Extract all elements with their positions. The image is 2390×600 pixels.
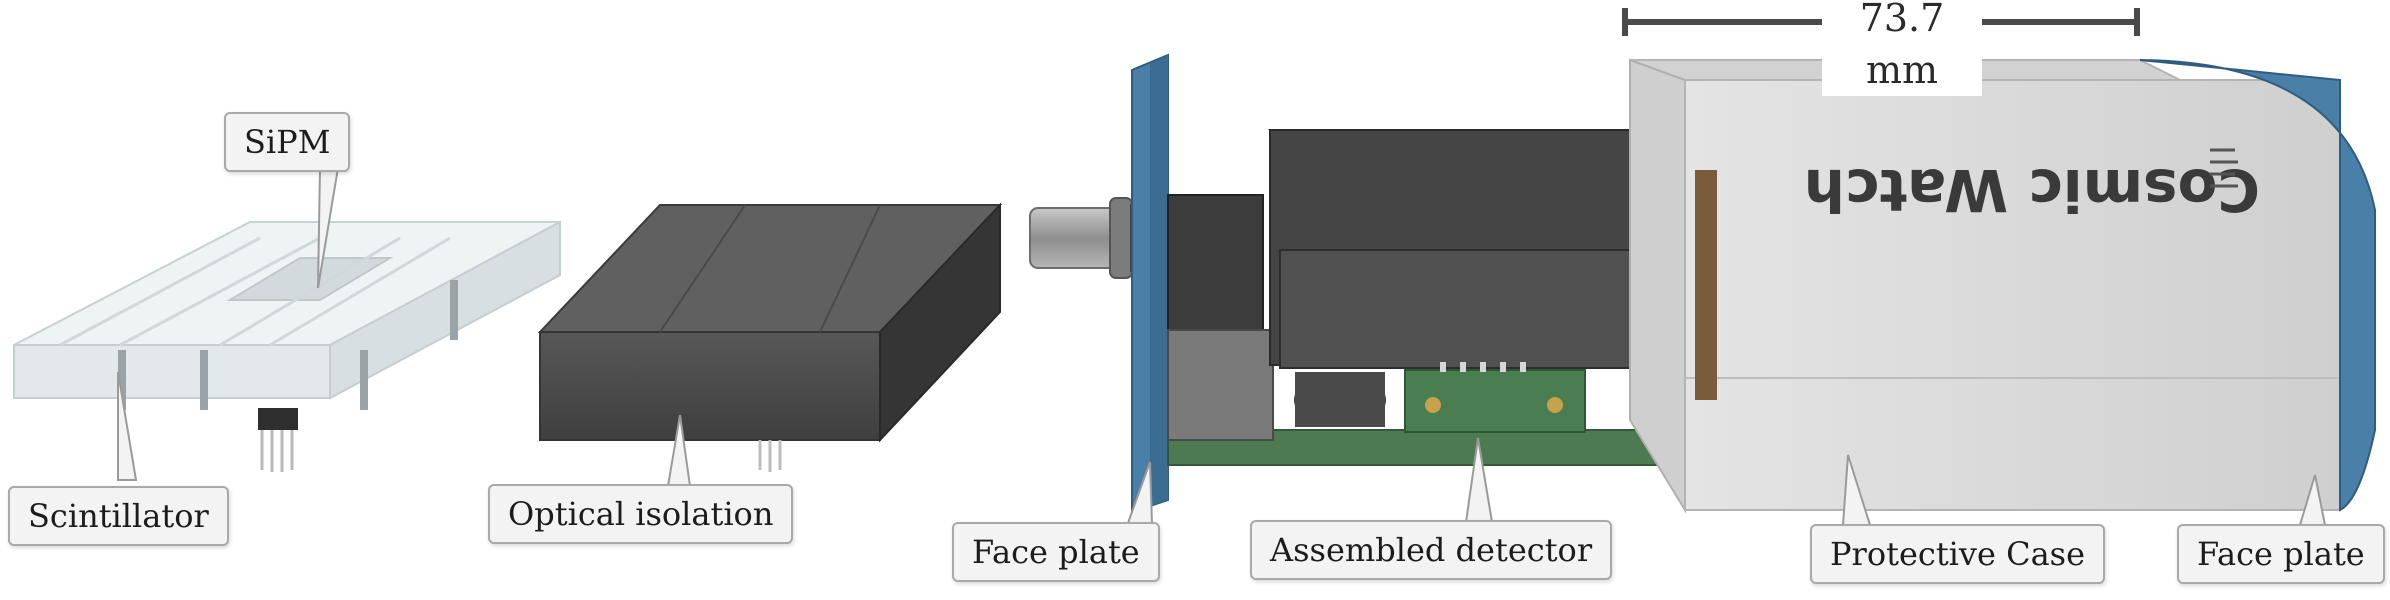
leader-lines: [117, 167, 2327, 526]
dimension-label: 73.7 mm: [1822, 0, 1982, 96]
scintillator-part: [13, 220, 561, 472]
callout-scintillator: Scintillator: [8, 486, 229, 546]
protective-case-part: Cosmic Watch: [1629, 58, 2376, 514]
front-face-plate: [1131, 53, 1169, 514]
callout-assembled-detector: Assembled detector: [1250, 520, 1613, 580]
optical-isolation-part: [537, 202, 1003, 472]
case-brand-logo: Cosmic Watch: [1804, 156, 2260, 224]
callout-sipm: SiPM: [224, 112, 351, 172]
callout-optical-isolation: Optical isolation: [488, 484, 794, 544]
case-brand-text: Cosmic Watch: [1804, 156, 2260, 224]
callout-protective-case: Protective Case: [1810, 524, 2106, 584]
callout-face-plate-front: Face plate: [952, 522, 1160, 582]
callout-face-plate-back: Face plate: [2177, 524, 2385, 584]
